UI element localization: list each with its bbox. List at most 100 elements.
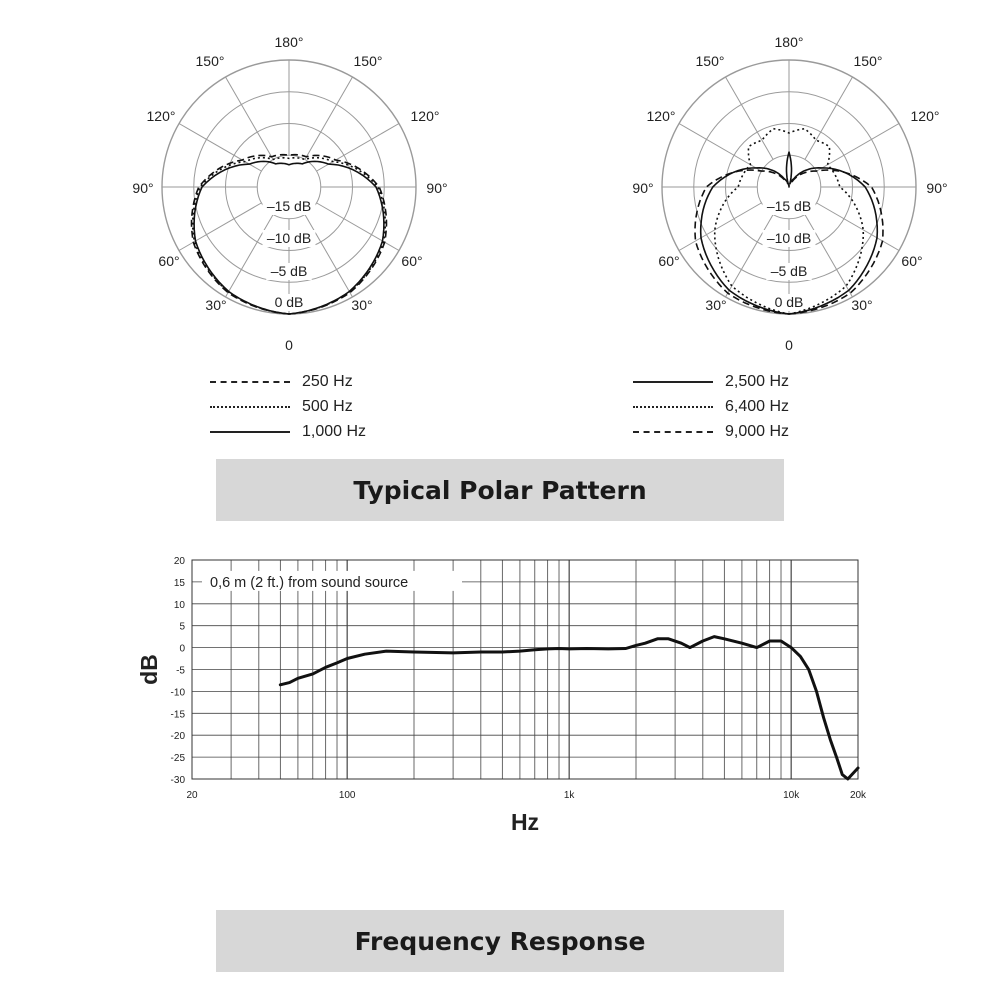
polar-spoke bbox=[816, 123, 900, 172]
legend-entry: 500 Hz bbox=[210, 394, 366, 419]
freq-y-tick-label: 5 bbox=[179, 622, 185, 633]
ring-label-bg bbox=[766, 263, 812, 280]
polar-series-0-2 bbox=[193, 160, 385, 315]
legend-entry: 1,000 Hz bbox=[210, 419, 366, 444]
freq-x-tick-label: 100 bbox=[339, 790, 356, 801]
freq-y-tick-label: 0 bbox=[179, 644, 185, 655]
freq-annotation: 0,6 m (2 ft.) from sound source bbox=[210, 575, 408, 591]
polar-angle-label: 120° bbox=[147, 108, 176, 124]
freq-plot-frame bbox=[191, 559, 859, 780]
polar-spoke bbox=[304, 76, 353, 160]
polar-series-0-1 bbox=[191, 156, 387, 315]
polar-ring-label: 0 dB bbox=[275, 294, 304, 310]
polar-angle-label: 150° bbox=[196, 53, 225, 69]
polar-ring-label: –10 dB bbox=[767, 230, 811, 246]
polar-angle-label: 90° bbox=[132, 180, 153, 196]
polar-angle-label: 30° bbox=[851, 297, 872, 313]
polar-series-1-2 bbox=[694, 169, 884, 315]
polar-chart-left: 0 dB –5 dB –10 dB –15 dB 180° 150° 150° 120° 120… bbox=[132, 34, 447, 353]
polar-spoke bbox=[316, 123, 400, 172]
polar-spoke bbox=[178, 123, 262, 172]
polar-legend-left: 250 Hz 500 Hz 1,000 Hz bbox=[210, 369, 366, 444]
polar-angle-label: 120° bbox=[411, 108, 440, 124]
polar-angle-label: 150° bbox=[354, 53, 383, 69]
polar-ring-label: –5 dB bbox=[271, 263, 308, 279]
polar-angle-label: 90° bbox=[426, 180, 447, 196]
legend-entry: 250 Hz bbox=[210, 369, 366, 394]
ring-label-bg bbox=[270, 294, 308, 311]
polar-angle-label: 90° bbox=[926, 180, 947, 196]
legend-line-swatch bbox=[210, 380, 290, 383]
polar-angle-label: 120° bbox=[647, 108, 676, 124]
freq-y-tick-label: -10 bbox=[171, 687, 186, 698]
legend-entry: 6,400 Hz bbox=[633, 394, 789, 419]
ring-label-bg bbox=[262, 198, 316, 215]
legend-entry: 9,000 Hz bbox=[633, 419, 789, 444]
freq-x-tick-label: 20 bbox=[186, 790, 198, 801]
polar-spoke bbox=[678, 202, 762, 251]
polar-spoke bbox=[816, 202, 900, 251]
polar-angle-label: 30° bbox=[351, 297, 372, 313]
freq-y-axis-label: dB bbox=[136, 654, 162, 685]
ring-label-bg bbox=[770, 294, 808, 311]
legend-line-swatch bbox=[633, 380, 713, 383]
polar-spoke bbox=[804, 214, 853, 298]
legend-label: 500 Hz bbox=[302, 397, 353, 415]
freq-response-line bbox=[278, 635, 860, 781]
legend-line-swatch bbox=[633, 405, 713, 408]
polar-grid: 0 dB –5 dB –10 dB –15 dB 180° 150° 150° 120° 120… bbox=[132, 34, 447, 353]
freq-y-tick-label: 10 bbox=[174, 600, 186, 611]
polar-spoke bbox=[678, 123, 762, 172]
polar-series-1-1 bbox=[713, 127, 865, 315]
polar-ring-label: 0 dB bbox=[775, 294, 804, 310]
legend-line-swatch bbox=[210, 430, 290, 433]
polar-angle-label: 0 bbox=[285, 337, 293, 353]
polar-angle-label: 180° bbox=[775, 34, 804, 50]
legend-label: 1,000 Hz bbox=[302, 422, 367, 440]
legend-line-swatch bbox=[210, 405, 290, 408]
ring-label-bg bbox=[262, 230, 316, 247]
polar-spoke bbox=[225, 214, 274, 298]
polar-angle-label: 60° bbox=[901, 253, 922, 269]
polar-spoke bbox=[725, 214, 774, 298]
freq-x-tick-label: 10k bbox=[783, 790, 800, 801]
polar-series-0-0 bbox=[190, 153, 388, 315]
polar-angle-label: 180° bbox=[275, 34, 304, 50]
polar-angle-label: 150° bbox=[696, 53, 725, 69]
polar-ring-label: –15 dB bbox=[767, 198, 811, 214]
polar-ring-label: –15 dB bbox=[267, 198, 311, 214]
polar-chart-right: 0 dB–5 dB–10 dB–15 dB180°150°150°120°120… bbox=[632, 34, 947, 353]
freq-y-tick-label: -25 bbox=[171, 753, 186, 764]
freq-x-axis-label: Hz bbox=[511, 809, 539, 835]
freq-y-tick-label: -15 bbox=[171, 709, 186, 720]
freq-x-tick-label: 1k bbox=[564, 790, 576, 801]
freq-y-tick-label: 20 bbox=[174, 556, 186, 567]
polar-legend-right: 2,500 Hz 6,400 Hz 9,000 Hz bbox=[633, 369, 789, 444]
polar-series-1-0 bbox=[699, 151, 879, 315]
freq-x-tick-label: 20k bbox=[850, 790, 867, 801]
polar-spoke bbox=[304, 214, 353, 298]
polar-spoke bbox=[316, 202, 400, 251]
annotation-bg bbox=[202, 570, 462, 591]
freq-y-tick-label: 15 bbox=[174, 578, 186, 589]
polar-ring-label: –5 dB bbox=[771, 263, 808, 279]
polar-angle-label: 0 bbox=[785, 337, 793, 353]
legend-label: 250 Hz bbox=[302, 372, 353, 390]
polar-angle-label: 60° bbox=[658, 253, 679, 269]
polar-pattern-title: Typical Polar Pattern bbox=[216, 459, 784, 521]
polar-grid: 0 dB–5 dB–10 dB–15 dB180°150°150°120°120… bbox=[632, 34, 947, 353]
polar-ring-label: –10 dB bbox=[267, 230, 311, 246]
polar-spoke bbox=[804, 76, 853, 160]
ring-label-bg bbox=[762, 198, 816, 215]
ring-label-bg bbox=[762, 230, 816, 247]
legend-entry: 2,500 Hz bbox=[633, 369, 789, 394]
freq-y-tick-label: -20 bbox=[171, 731, 186, 742]
polar-angle-label: 120° bbox=[911, 108, 940, 124]
frequency-response-title: Frequency Response bbox=[216, 910, 784, 972]
legend-label: 6,400 Hz bbox=[725, 397, 790, 415]
polar-angle-label: 30° bbox=[205, 297, 226, 313]
freq-y-tick-label: -30 bbox=[171, 775, 186, 786]
legend-label: 9,000 Hz bbox=[725, 422, 790, 440]
